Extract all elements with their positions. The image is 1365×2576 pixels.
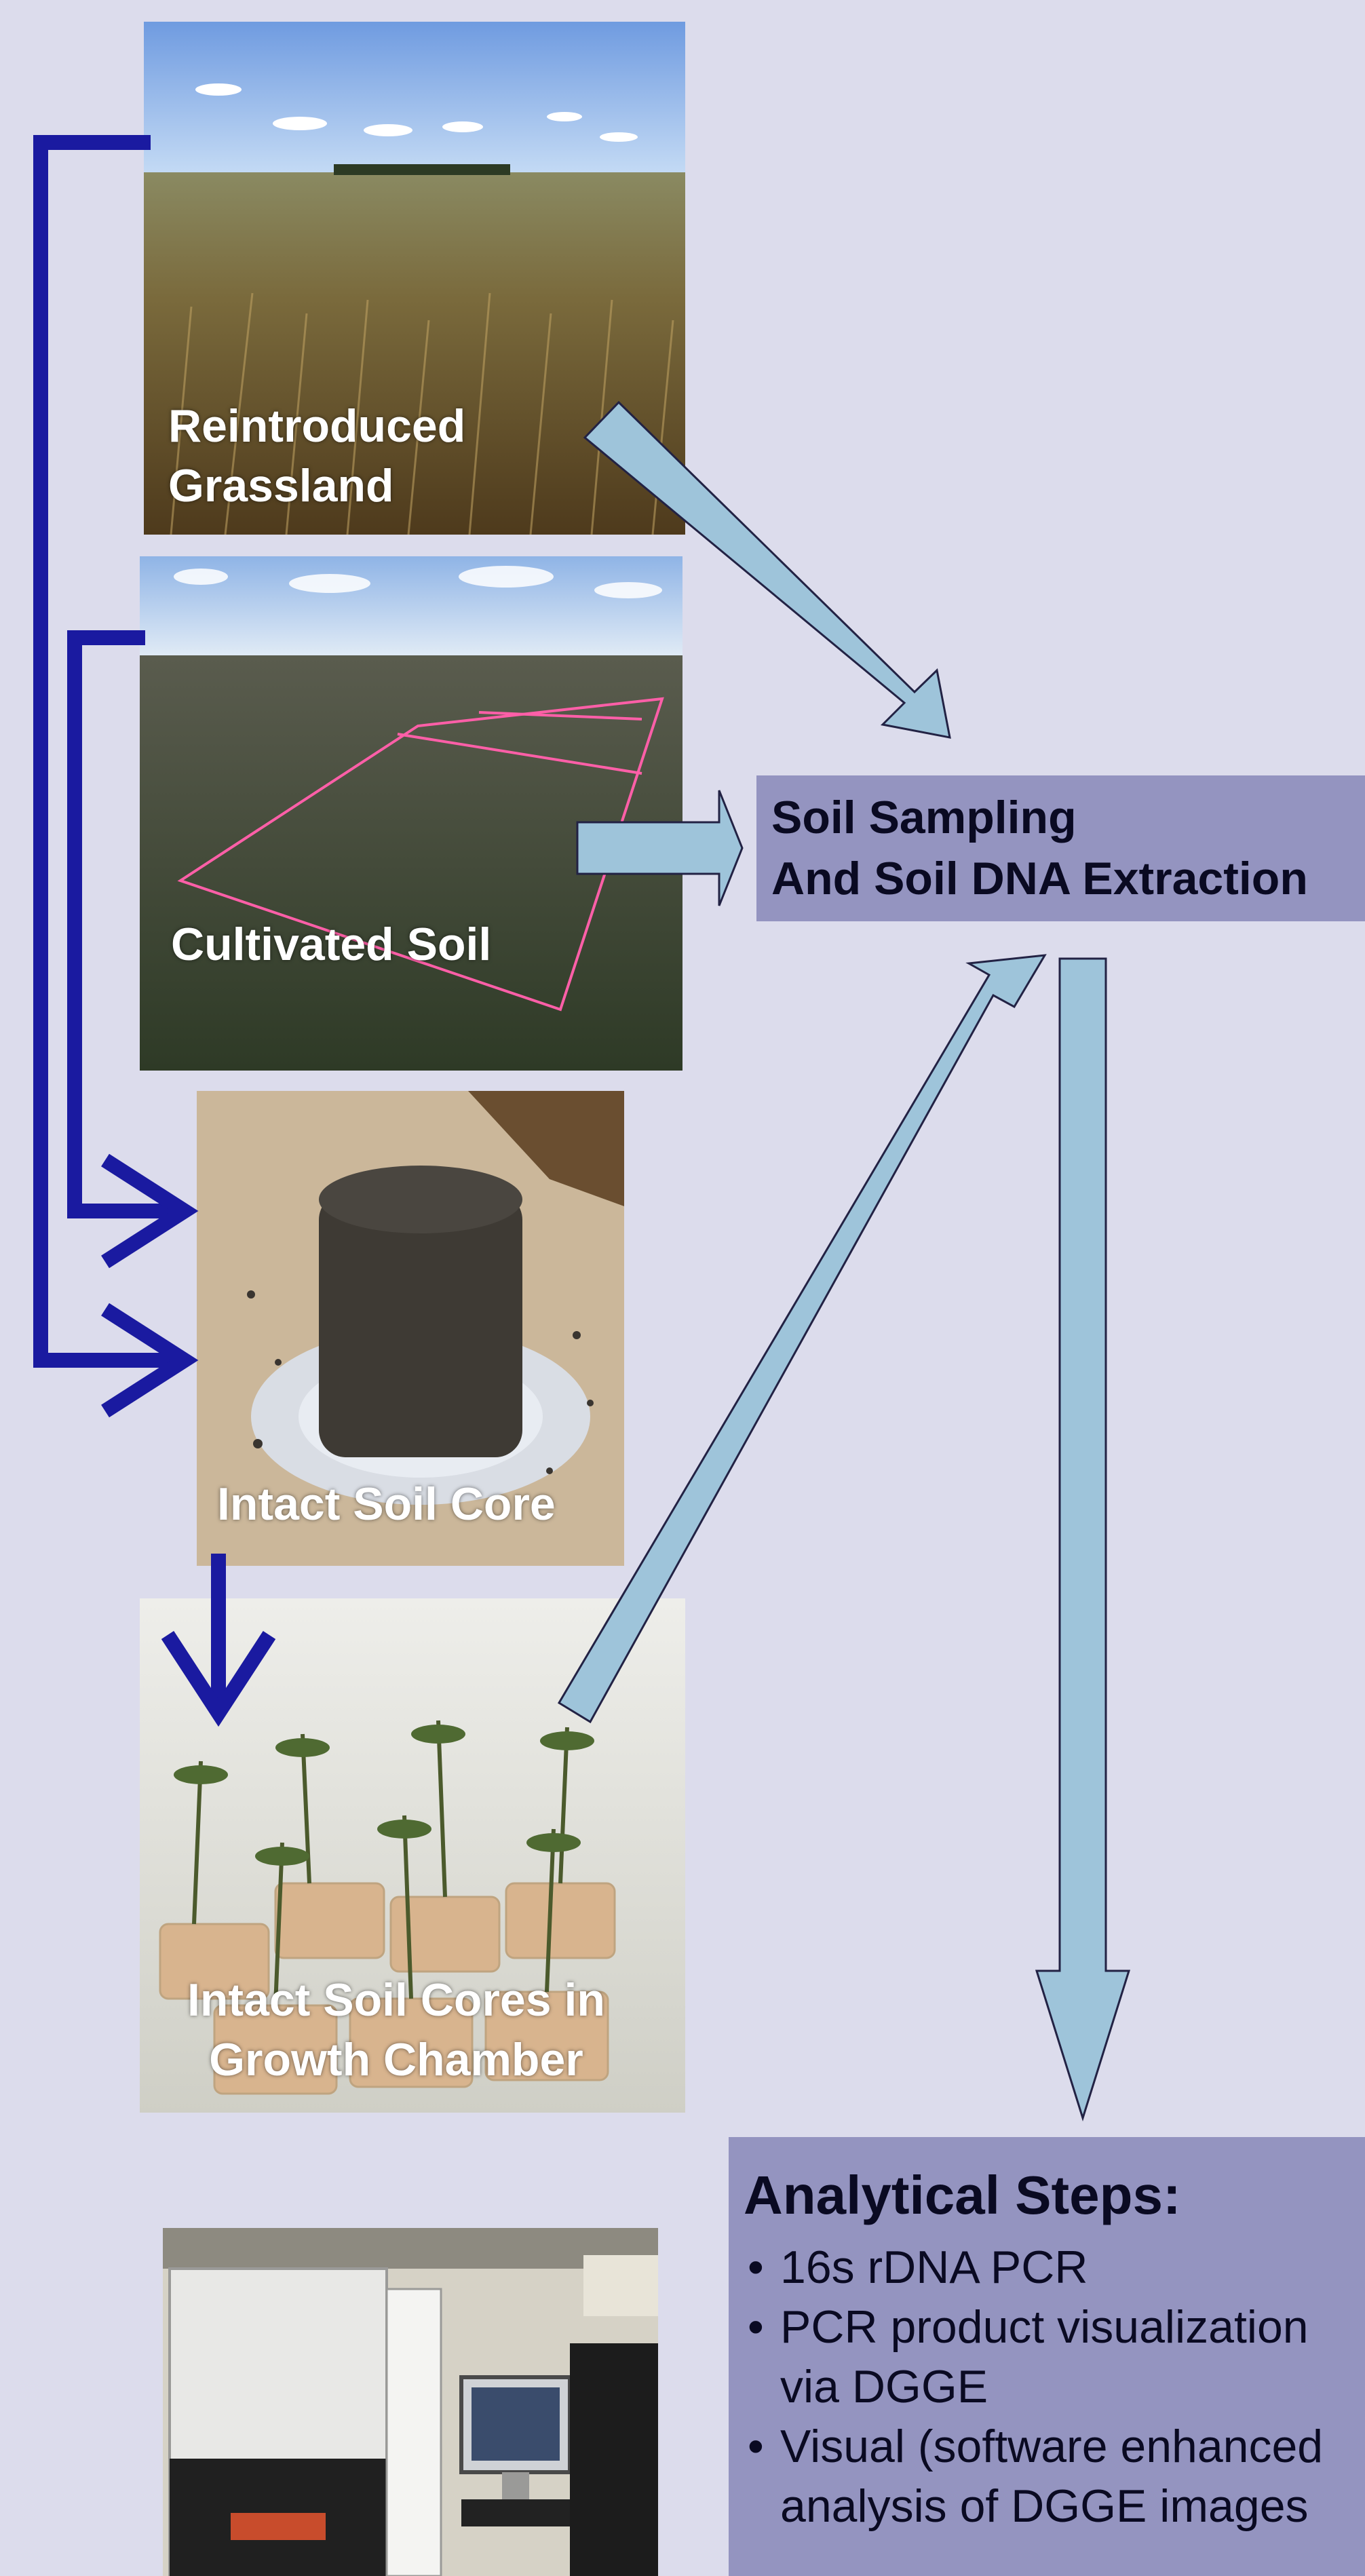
intact-soil-core-photo: Intact Soil Core [197,1091,624,1566]
bullet-icon: • [748,2297,764,2357]
growth-chamber-caption-line2: Growth Chamber [187,2030,605,2090]
bullet-icon: • [748,2417,764,2476]
cultivated-soil-caption: Cultivated Soil [171,915,491,974]
dgge-equipment-photo [163,2228,658,2576]
grassland-connector-arrowhead [105,1309,185,1411]
cultivated-soil-image [140,556,682,1071]
analytical-step-item: • Visual (software enhanced analysis of … [738,2417,1365,2536]
bullet-icon: • [748,2237,764,2297]
intact-soil-core-caption: Intact Soil Core [217,1474,556,1534]
grassland-caption: Reintroduced Grassland [168,396,465,516]
growth-chamber-photo: Intact Soil Cores in Growth Chamber [140,1598,685,2113]
growth-chamber-caption-line1: Intact Soil Cores in [187,1970,605,2030]
analytical-step-text: 16s rDNA PCR [780,2237,1365,2297]
sampling-to-analysis-arrow [1037,959,1129,2118]
cultivated-soil-photo: Cultivated Soil [140,556,682,1071]
grassland-caption-line1: Reintroduced [168,396,465,456]
analytical-step-text: Visual (software enhanced [780,2417,1365,2476]
analytical-step-text-cont: via DGGE [780,2357,1365,2417]
dgge-equipment-image [163,2228,658,2576]
soil-sampling-title-line1: Soil Sampling [771,786,1077,849]
growth-chamber-caption: Intact Soil Cores in Growth Chamber [187,1970,605,2090]
soil-sampling-box: Soil Sampling And Soil DNA Extraction [756,775,1365,921]
analytical-step-text: PCR product visualization [780,2297,1365,2357]
analytical-steps-list: • 16s rDNA PCR • PCR product visualizati… [738,2237,1365,2536]
soil-sampling-title-line2: And Soil DNA Extraction [771,847,1308,910]
analytical-step-text-cont: analysis of DGGE images [780,2476,1365,2536]
analytical-step-item: • 16s rDNA PCR [738,2237,1365,2297]
analytical-steps-box: Analytical Steps: • 16s rDNA PCR • PCR p… [729,2137,1365,2576]
analytical-step-item: • PCR product visualization via DGGE [738,2297,1365,2417]
grassland-caption-line2: Grassland [168,456,465,516]
cultivated-connector-arrowhead [105,1160,185,1262]
grassland-photo: Reintroduced Grassland [144,22,685,535]
analytical-steps-title: Analytical Steps: [744,2161,1181,2229]
